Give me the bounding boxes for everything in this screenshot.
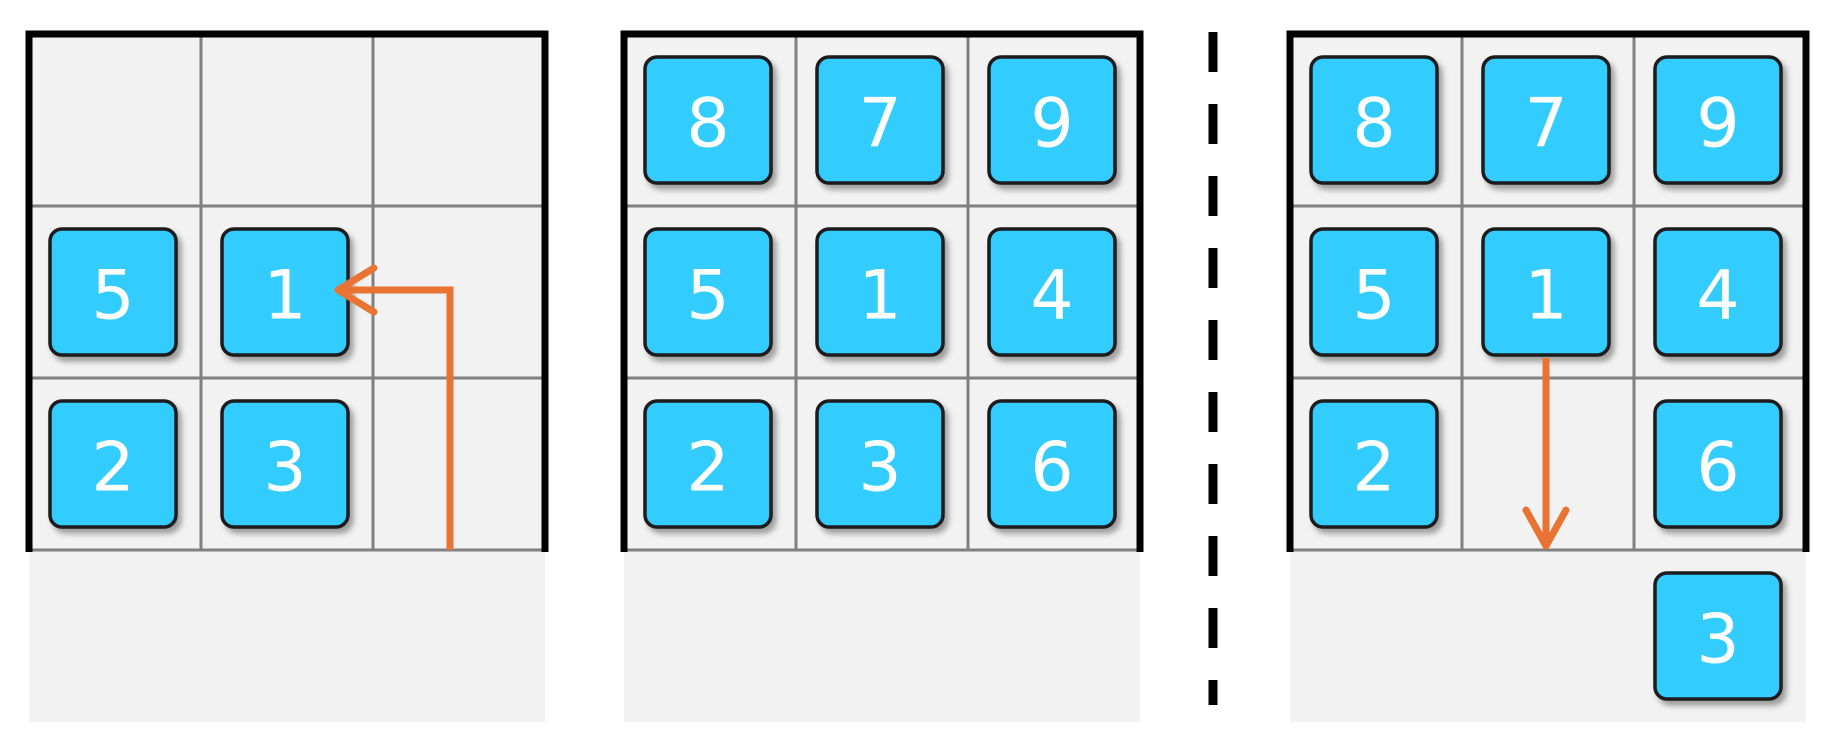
- tile-body: [1653, 399, 1783, 529]
- tile-body: [1481, 55, 1611, 185]
- tile: 1: [815, 227, 945, 357]
- tile-body: [220, 399, 350, 529]
- tile-body: [1653, 55, 1783, 185]
- tile-body: [643, 55, 773, 185]
- tile-number: 6: [1030, 429, 1073, 508]
- tile: 8: [1309, 55, 1439, 185]
- tile-body: [643, 399, 773, 529]
- tile: 1: [1481, 227, 1611, 357]
- tile-number: 2: [91, 429, 134, 508]
- tile-number: 2: [1352, 429, 1395, 508]
- tile-number: 9: [1696, 85, 1739, 164]
- arrow-head: [1522, 506, 1570, 550]
- tile-body: [1309, 399, 1439, 529]
- tile-number: 3: [858, 429, 901, 508]
- tile: 2: [643, 399, 773, 529]
- tile-number: 3: [263, 429, 306, 508]
- tile-body: [815, 55, 945, 185]
- arrows-layer: [334, 264, 1570, 550]
- board-wall: [25, 30, 549, 552]
- tile-body: [48, 399, 178, 529]
- tile: 7: [815, 55, 945, 185]
- tile-body: [987, 55, 1117, 185]
- tile: 2: [1309, 399, 1439, 529]
- tile-number: 2: [686, 429, 729, 508]
- tile: 5: [48, 227, 178, 357]
- tile-number: 9: [1030, 85, 1073, 164]
- tile: 5: [1309, 227, 1439, 357]
- move-arrow: [342, 286, 454, 550]
- tile: 3: [815, 399, 945, 529]
- tile-number: 1: [263, 257, 306, 336]
- tile: 5: [643, 227, 773, 357]
- overflow-area: [624, 550, 1140, 722]
- tile: 7: [1481, 55, 1611, 185]
- tile-number: 1: [858, 257, 901, 336]
- tile-body: [815, 227, 945, 357]
- tile-number: 7: [858, 85, 901, 164]
- tile: 3: [220, 399, 350, 529]
- arrow-head: [334, 264, 378, 316]
- tile-number: 8: [686, 85, 729, 164]
- tile: 9: [987, 55, 1117, 185]
- tile-dropped: 3: [1653, 571, 1783, 701]
- tile-number: 6: [1696, 429, 1739, 508]
- tile: 1: [220, 227, 350, 357]
- tile: 8: [643, 55, 773, 185]
- board-wall: [1286, 30, 1810, 552]
- tile: 2: [48, 399, 178, 529]
- tile-body: [1653, 571, 1783, 701]
- tile: 4: [1653, 227, 1783, 357]
- tile-body: [1309, 227, 1439, 357]
- tile-number: 1: [1524, 257, 1567, 336]
- tile: 4: [987, 227, 1117, 357]
- tile-body: [815, 399, 945, 529]
- tile-body: [1481, 227, 1611, 357]
- tile-number: 4: [1696, 257, 1739, 336]
- tile-number: 5: [686, 257, 729, 336]
- tile-number: 5: [91, 257, 134, 336]
- tile-body: [1653, 227, 1783, 357]
- overflow-area: [29, 550, 545, 722]
- tile-number: 7: [1524, 85, 1567, 164]
- board-wall: [620, 30, 1144, 552]
- tiles-layer: 5 1 2 3 8 7 9 5 1 4 2 3 6 8 7 9 5 1 4 2 6 3: [48, 55, 1783, 701]
- tile: 6: [1653, 399, 1783, 529]
- tile: 9: [1653, 55, 1783, 185]
- tile-number: 5: [1352, 257, 1395, 336]
- tile-number: 8: [1352, 85, 1395, 164]
- tile-body: [48, 227, 178, 357]
- tile-number: 4: [1030, 257, 1073, 336]
- tile-body: [987, 399, 1117, 529]
- tile: 6: [987, 399, 1117, 529]
- tile-body: [1309, 55, 1439, 185]
- tile-body: [987, 227, 1117, 357]
- tile-number: 3: [1696, 601, 1739, 680]
- tile-body: [643, 227, 773, 357]
- panel-1-board: [25, 30, 549, 722]
